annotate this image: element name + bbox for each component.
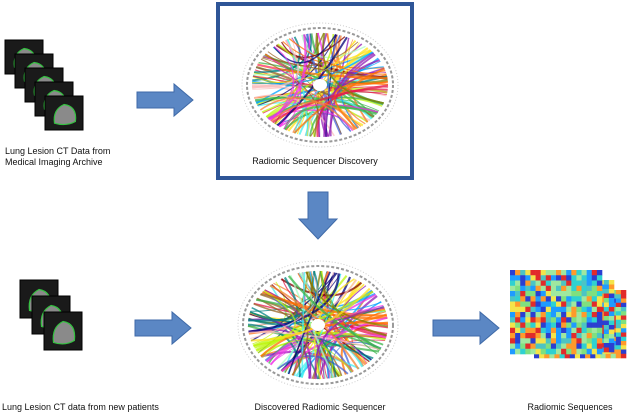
- chord: [294, 51, 373, 134]
- chord: [276, 36, 348, 127]
- chord: [252, 75, 362, 127]
- chord: [251, 39, 300, 89]
- chord: [269, 333, 387, 366]
- ct-stack-top: [4, 39, 84, 131]
- chord: [269, 337, 368, 365]
- chord: [270, 46, 295, 122]
- ct-stack-bottom: [19, 279, 83, 351]
- chord: [271, 84, 389, 124]
- input-top-label-1: Lung Lesion CT Data from: [5, 146, 111, 156]
- chord: [314, 306, 385, 380]
- discovered-label: Discovered Radiomic Sequencer: [254, 402, 386, 412]
- discovery-chord-diagram: [241, 22, 399, 148]
- chord: [248, 273, 340, 333]
- chord: [260, 293, 309, 376]
- discovery-label: Radiomic Sequencer Discovery: [252, 156, 378, 166]
- chord: [259, 97, 355, 131]
- sequencer-chord-diagram: [237, 260, 399, 390]
- ct-slice: [44, 95, 84, 131]
- chord: [273, 34, 337, 64]
- arrow-to-discovery: [136, 82, 194, 118]
- chord: [327, 34, 352, 132]
- chord: [312, 271, 382, 311]
- input-bottom-label: Lung Lesion CT data from new patients: [2, 402, 159, 412]
- arrow-to-sequences: [432, 310, 500, 346]
- chord: [253, 94, 335, 137]
- output-label: Radiomic Sequences: [527, 402, 613, 412]
- chord: [247, 323, 301, 378]
- chord: [325, 34, 336, 137]
- arrow-to-sequencer: [134, 310, 192, 346]
- chord: [301, 271, 306, 378]
- chord: [316, 88, 388, 138]
- chord: [322, 32, 384, 104]
- chord: [260, 58, 319, 137]
- discovery-frame: [216, 2, 414, 180]
- ct-slice: [43, 311, 83, 351]
- chord: [277, 355, 349, 375]
- chord: [253, 290, 296, 347]
- chord: [323, 52, 375, 137]
- chord: [268, 103, 379, 121]
- chord: [257, 64, 301, 130]
- chord: [319, 270, 378, 355]
- chord: [252, 40, 356, 84]
- chord: [251, 306, 319, 380]
- arrow-down: [297, 191, 339, 240]
- chord: [270, 101, 357, 130]
- heatmap: [510, 270, 603, 355]
- chord: [250, 271, 318, 340]
- input-top-label-2: Medical Imaging Archive: [5, 157, 103, 167]
- radiomic-sequences-heatmaps: [510, 270, 627, 359]
- chord: [305, 271, 389, 328]
- chord: [248, 331, 381, 351]
- chord: [288, 38, 387, 75]
